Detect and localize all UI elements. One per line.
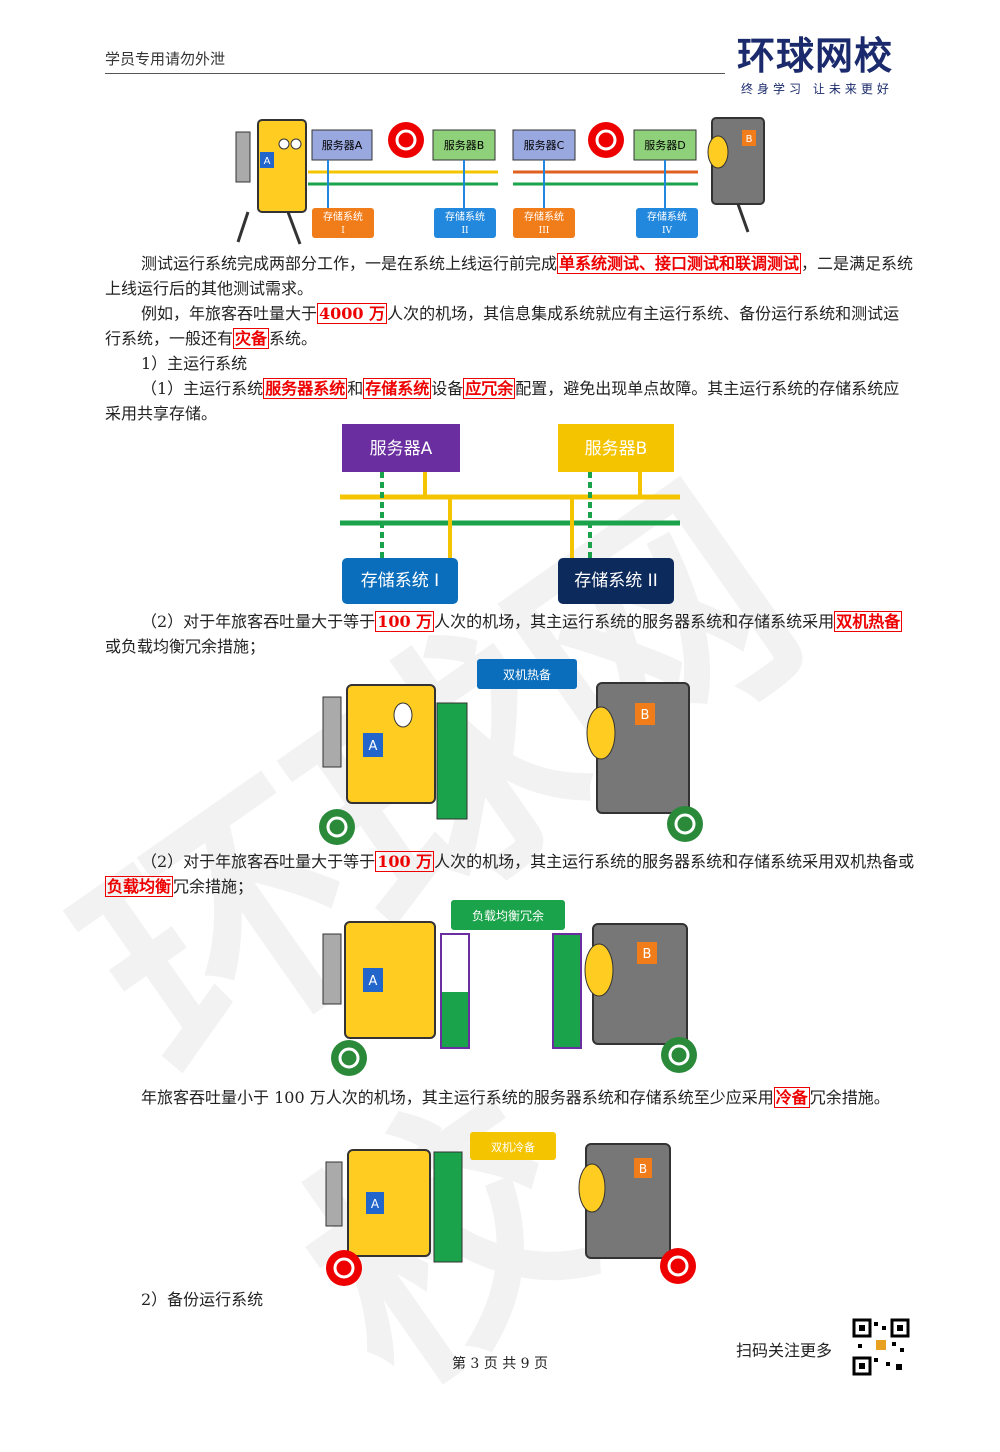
figure-load-balance: 负载均衡冗余 A B — [322, 900, 697, 1076]
qr-caption: 扫码关注更多 — [736, 1341, 833, 1360]
figure-hot-standby: 双机热备 A B — [319, 659, 703, 845]
svg-text:A: A — [264, 156, 271, 167]
fig4-label: 负载均衡冗余 — [472, 908, 544, 923]
fig2-server-a: 服务器A — [370, 439, 433, 459]
svg-text:III: III — [539, 226, 550, 236]
svg-text:B: B — [746, 134, 753, 145]
svg-text:存储系统: 存储系统 — [647, 210, 687, 223]
server-character-a-icon: A — [322, 921, 436, 1039]
server-character-b-icon: B — [707, 117, 765, 233]
svg-text:B: B — [641, 708, 650, 723]
heading-main-system: 1）主运行系统 — [141, 354, 248, 373]
server-character-b-icon: B — [586, 682, 690, 814]
paragraph-redundancy: （1）主运行系统服务器系统和存储系统设备应冗余配置，避免出现单点故障。其主运行系… — [105, 378, 900, 423]
fig2-storage-2: 存储系统 II — [574, 571, 657, 591]
svg-text:B: B — [643, 947, 652, 962]
brand-logo: 环球网校 — [737, 34, 894, 78]
header-divider — [105, 73, 725, 74]
brand-slogan: 终身学习 让未来更好 — [741, 82, 893, 96]
server-character-b-icon: B — [578, 1143, 671, 1259]
fig1-server-a: 服务器A — [322, 139, 363, 152]
figure-cold-standby: 双机冷备 A B — [325, 1132, 696, 1286]
fig5-label: 双机冷备 — [491, 1140, 535, 1154]
page-number: 第 3 页 共 9 页 — [451, 1356, 549, 1372]
figure-shared-storage: 服务器A 服务器B 存储系统 I 存储系统 II — [340, 424, 680, 604]
server-character-a-icon: A — [235, 119, 307, 245]
paragraph-cold-standby: 年旅客吞吐量小于 100 万人次的机场，其主运行系统的服务器系统和存储系统至少应… — [141, 1087, 890, 1108]
heading-backup-system: 2）备份运行系统 — [141, 1290, 264, 1309]
svg-text:存储系统: 存储系统 — [445, 210, 485, 223]
fig2-storage-1: 存储系统 I — [361, 571, 439, 591]
highlight-tests: 单系统测试、接口测试和联调测试 — [557, 253, 802, 274]
svg-text:B: B — [639, 1162, 647, 1176]
header-confidential-text: 学员专用请勿外泄 — [105, 50, 226, 68]
svg-text:存储系统: 存储系统 — [323, 210, 363, 223]
figure-four-servers: A 服务器A 服务器B 服务器C 服务器D 存储系统 I 存储系统 II 存储系统 I… — [235, 117, 765, 245]
fig1-server-b: 服务器B — [444, 139, 485, 152]
svg-text:II: II — [461, 226, 469, 236]
svg-text:存储系统: 存储系统 — [524, 210, 564, 223]
paragraph-test-system: 测试运行系统完成两部分工作，一是在系统上线运行前完成单系统测试、接口测试和联调测… — [105, 253, 914, 298]
svg-text:A: A — [371, 1197, 380, 1211]
svg-text:I: I — [341, 226, 345, 236]
server-character-b-icon: B — [584, 923, 688, 1045]
svg-text:IV: IV — [662, 226, 673, 236]
fig1-server-c: 服务器C — [524, 139, 565, 152]
svg-text:A: A — [369, 739, 378, 754]
fig3-label: 双机热备 — [503, 668, 551, 682]
server-character-a-icon: A — [325, 1149, 431, 1257]
server-character-a-icon: A — [322, 684, 436, 804]
highlight-disaster-backup: 灾备 — [233, 328, 270, 349]
fig2-server-b: 服务器B — [585, 439, 648, 459]
highlight-4000: 4000 万 — [317, 303, 388, 324]
fig1-server-d: 服务器D — [644, 139, 685, 152]
qr-code-icon — [852, 1318, 910, 1376]
svg-text:A: A — [369, 974, 378, 989]
